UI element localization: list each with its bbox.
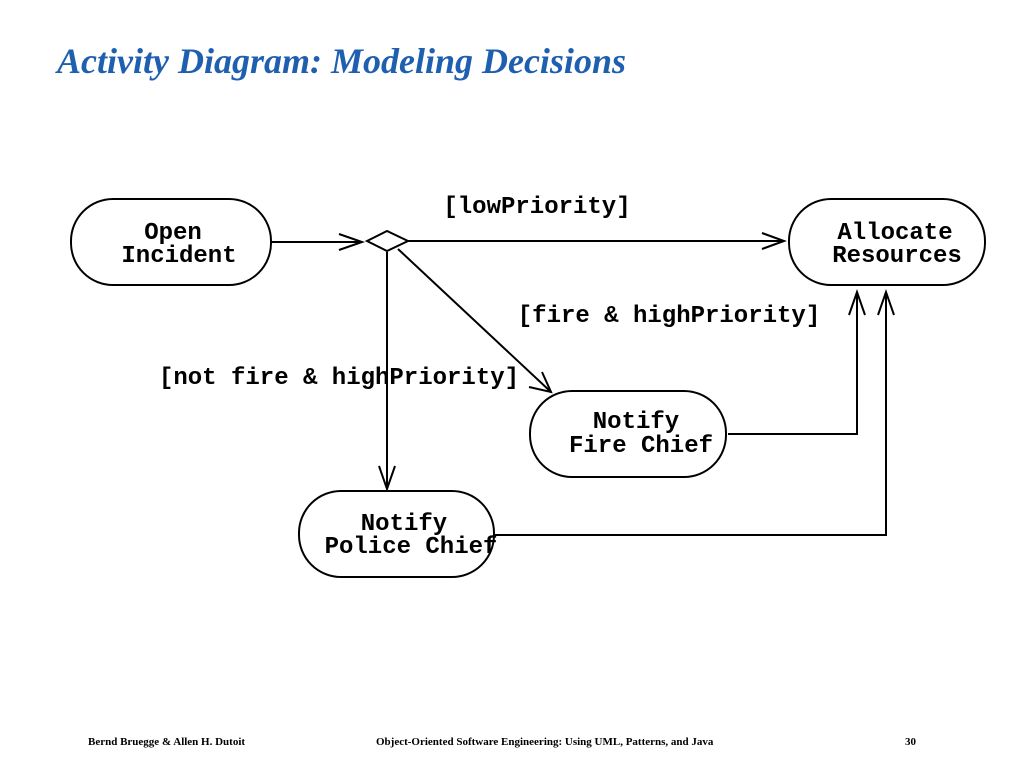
node-open-incident [70, 198, 272, 286]
node-allocate-resources [788, 198, 986, 286]
node-notify-fire-chief [529, 390, 727, 478]
edge-decision-to-allocate-arrowhead [761, 232, 787, 250]
guard-not-fire-high-priority: [not fire & highPriority] [159, 365, 519, 392]
footer-authors: Bernd Bruegge & Allen H. Dutoit [88, 736, 246, 748]
footer-book-title: Object-Oriented Software Engineering: Us… [376, 736, 714, 748]
edge-fire-chief-to-allocate [728, 292, 858, 435]
footer-page-number: 30 [905, 736, 916, 748]
notify-police-chief-label-line1: Notify [361, 511, 447, 538]
edge-police-chief-to-allocate-arrowhead [877, 288, 895, 316]
slide-title: Activity Diagram: Modeling Decisions [57, 41, 626, 81]
notify-fire-chief-label-line1: Notify [593, 409, 679, 436]
edge-fire-chief-to-allocate-arrowhead [848, 288, 866, 316]
guard-fire-high-priority: [fire & highPriority] [518, 303, 820, 330]
notify-fire-chief-label-line2: Fire Chief [569, 433, 713, 460]
decision-node [364, 229, 411, 253]
edge-decision-to-fire-chief-arrowhead [528, 371, 553, 394]
allocate-resources-label-line1: Allocate [837, 220, 952, 247]
edge-open-to-decision-arrowhead [338, 233, 366, 251]
open-incident-label-line2: Incident [121, 243, 236, 270]
node-notify-police-chief [298, 490, 495, 578]
edge-police-chief-to-allocate [494, 292, 887, 536]
guard-low-priority: [lowPriority] [443, 194, 630, 221]
edge-decision-to-police-chief-arrowhead [378, 465, 396, 493]
edge-decision-to-fire-chief [397, 248, 552, 393]
allocate-resources-label-line2: Resources [832, 243, 962, 270]
notify-police-chief-label-line2: Police Chief [325, 534, 498, 561]
open-incident-label-line1: Open [144, 220, 202, 247]
